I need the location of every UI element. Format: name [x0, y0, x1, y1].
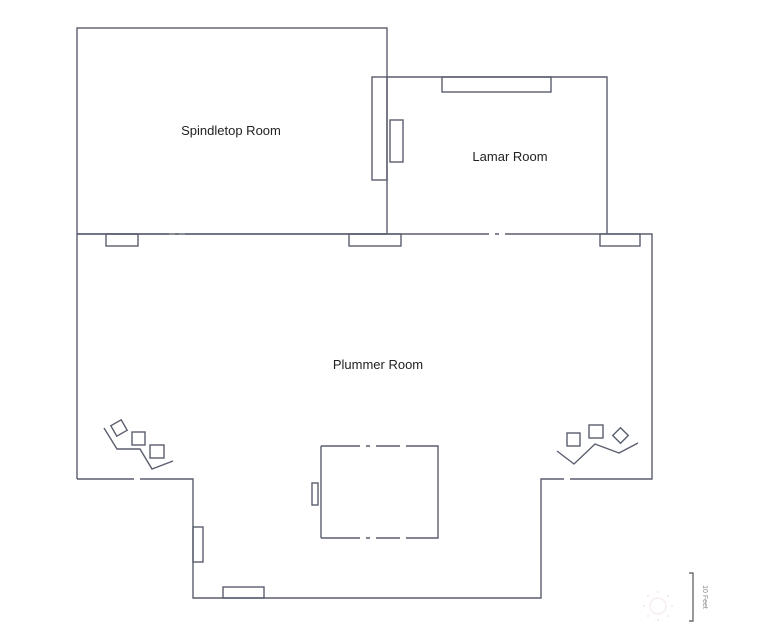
plummer-label: Plummer Room [333, 357, 423, 372]
plummer-walls [76, 233, 653, 599]
window-fixture [348, 233, 402, 247]
bottom-fixture [222, 586, 265, 599]
scale-label: 10 Feet [701, 585, 708, 609]
center-stage [320, 445, 439, 539]
scale-bar: 10 Feet [689, 572, 708, 622]
lamar-room[interactable]: Lamar Room [371, 76, 608, 234]
lamar-cabinet [389, 119, 404, 163]
left-seating [103, 418, 174, 470]
doorway-markers [130, 233, 600, 480]
spindletop-room[interactable]: Spindletop Room [76, 27, 388, 235]
plummer-room[interactable]: Plummer Room [76, 233, 653, 599]
window-fixture [599, 233, 641, 247]
window-fixture [105, 233, 139, 247]
lamar-counter [441, 76, 552, 93]
spindletop-label: Spindletop Room [181, 123, 281, 138]
lamar-door-panel [371, 76, 388, 181]
stage-step [311, 482, 319, 506]
right-seating [556, 424, 639, 465]
compass-icon [643, 591, 673, 621]
lamar-label: Lamar Room [472, 149, 547, 164]
wall-fixture [192, 526, 204, 563]
